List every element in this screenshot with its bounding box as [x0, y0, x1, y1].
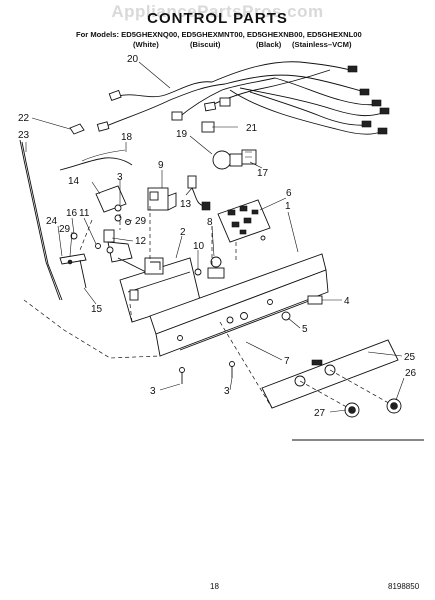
control-board — [217, 199, 271, 243]
callout-23: 23 — [18, 130, 30, 141]
models-line: For Models: ED5GHEXNQ00, ED5GHEXMNT00, E… — [76, 30, 362, 39]
callout-3-right: 3 — [224, 386, 230, 397]
callout-20: 20 — [127, 54, 139, 65]
document-number: 8198850 — [388, 582, 420, 591]
callout-15: 15 — [91, 304, 103, 315]
callout-2: 2 — [180, 227, 186, 238]
light-assembly — [201, 121, 257, 170]
callout-22: 22 — [18, 113, 30, 124]
callout-3-top: 3 — [117, 172, 123, 183]
bracket-24 — [59, 253, 87, 265]
callout-25: 25 — [404, 352, 416, 363]
callout-3-left: 3 — [150, 386, 156, 397]
callout-7: 7 — [284, 356, 290, 367]
callout-8: 8 — [207, 217, 213, 228]
callout-24: 24 — [46, 216, 58, 227]
callout-10: 10 — [193, 241, 205, 252]
callout-18: 18 — [121, 132, 133, 143]
watermark: AppliancePartsPros.com — [111, 2, 324, 21]
callout-9: 9 — [158, 160, 164, 171]
switch-4 — [307, 295, 323, 305]
color-black: (Black) — [256, 40, 282, 49]
color-stainless: (Stainless–VCM) — [292, 40, 352, 49]
callout-16: 16 — [66, 208, 78, 219]
callout-21: 21 — [246, 123, 258, 134]
callout-1: 1 — [285, 201, 291, 212]
page-title: CONTROL PARTS — [147, 10, 288, 27]
page-number: 18 — [210, 582, 219, 591]
callout-4: 4 — [344, 296, 350, 307]
thermostat-bracket — [95, 185, 131, 225]
callout-14: 14 — [68, 176, 80, 187]
callout-27: 27 — [314, 408, 326, 419]
control-panel-overlay — [261, 339, 399, 409]
callout-6: 6 — [286, 188, 292, 199]
capillary-tube-23 — [19, 139, 61, 301]
relay-assembly — [147, 175, 211, 211]
callout-11: 11 — [79, 208, 90, 219]
callout-29-left: 29 — [59, 224, 71, 235]
callout-12: 12 — [135, 236, 147, 247]
control-console — [149, 253, 329, 357]
callout-26: 26 — [405, 368, 417, 379]
wire-clip-22 — [69, 123, 85, 135]
color-biscuit: (Biscuit) — [190, 40, 221, 49]
jumper-wire-18 — [59, 157, 133, 171]
color-white: (White) — [133, 40, 159, 49]
callout-17: 17 — [257, 168, 269, 179]
wire-harness — [96, 61, 390, 135]
thermostat — [95, 229, 147, 273]
callout-19: 19 — [176, 129, 188, 140]
callout-5: 5 — [302, 324, 308, 335]
callout-29-right: 29 — [135, 216, 147, 227]
callout-13: 13 — [180, 199, 192, 210]
